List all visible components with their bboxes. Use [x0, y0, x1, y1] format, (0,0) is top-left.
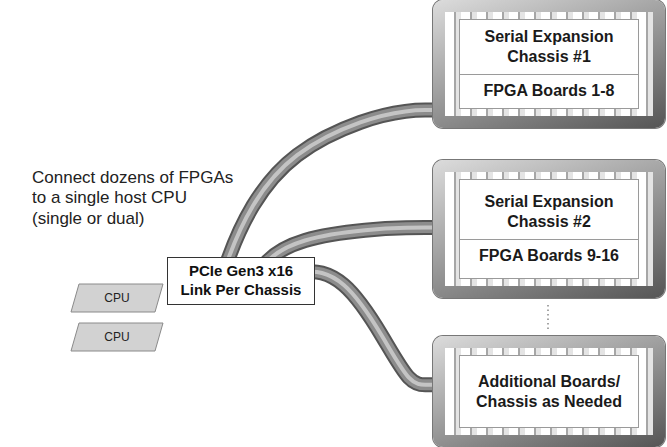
chassis-text-heading: Additional Boards/ Chassis as Needed [460, 369, 638, 415]
host-text-heading: Connect dozens of FPGAs to a single host… [32, 168, 237, 229]
continuation-dots [547, 305, 549, 331]
slot-highlight [246, 302, 256, 354]
link-label-heading: PCIe Gen3 x16 Link Per Chassis [174, 262, 308, 300]
chassis-label-panel: Additional Boards/ Chassis as Needed [459, 355, 639, 428]
cpu-shape [71, 284, 163, 312]
cpu-chip: CPU [70, 283, 164, 313]
slot-highlight [278, 302, 288, 354]
expansion-chassis: Additional Boards/ Chassis as Needed [433, 336, 665, 447]
expansion-chassis: Serial Expansion Chassis #1 FPGA Boards 1… [433, 0, 665, 128]
expansion-chassis: Serial Expansion Chassis #2 FPGA Boards 9… [433, 160, 665, 298]
cpu-label-heading: CPU [70, 283, 164, 313]
host-computer-box: Connect dozens of FPGAs to a single host… [0, 140, 378, 445]
chassis-text-subtext: FPGA Boards 1-8 [460, 74, 638, 104]
pcie-slot [240, 298, 268, 360]
pcie-slot [208, 298, 236, 360]
host-frame-border [1, 141, 377, 444]
chassis-text-subtext: FPGA Boards 9-16 [460, 239, 638, 269]
chassis-text-heading: Serial Expansion Chassis #1 [460, 24, 638, 70]
slot-highlight [214, 302, 224, 354]
chassis-label-panel: Serial Expansion Chassis #2 FPGA Boards 9… [459, 179, 639, 279]
cpu-shape [71, 323, 163, 351]
link-label-box: PCIe Gen3 x16 Link Per Chassis [167, 257, 315, 305]
pcie-slot [272, 298, 300, 360]
chassis-label-panel: Serial Expansion Chassis #1 FPGA Boards 1… [459, 19, 639, 109]
host-frame-interior [17, 157, 361, 428]
host-caption: Connect dozens of FPGAs to a single host… [32, 168, 237, 229]
cpu-chip: CPU [70, 322, 164, 352]
pcie-slots [208, 298, 300, 360]
chassis-text-heading: Serial Expansion Chassis #2 [460, 189, 638, 235]
cpu-label-heading: CPU [70, 322, 164, 352]
